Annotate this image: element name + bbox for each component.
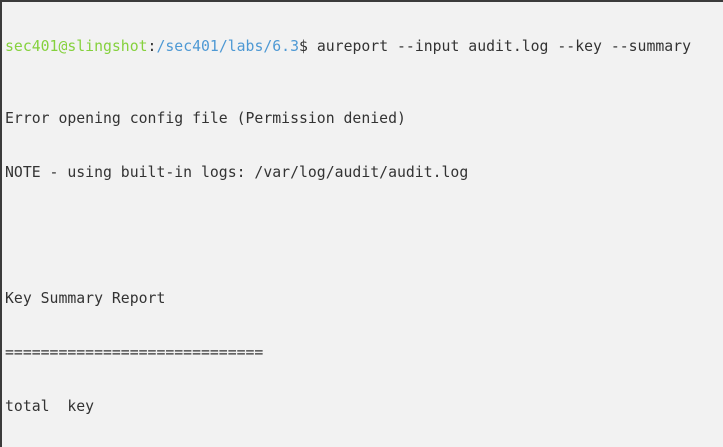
error-message: Error opening config file (Permission de… bbox=[5, 110, 406, 127]
prompt-user-host: sec401@slingshot bbox=[5, 38, 148, 55]
prompt-path: /sec401/labs/6.3 bbox=[156, 38, 300, 55]
note-message: NOTE - using built-in logs: /var/log/aud… bbox=[5, 164, 469, 181]
prompt-symbol: $ bbox=[299, 38, 308, 55]
command-text: aureport --input audit.log --key --summa… bbox=[316, 38, 691, 55]
report-column-header: total key bbox=[5, 398, 95, 415]
report-separator-top: ============================= bbox=[5, 344, 264, 361]
prompt-line: sec401@slingshot:/sec401/labs/6.3$ aurepo… bbox=[5, 38, 723, 56]
blank-line bbox=[5, 218, 723, 236]
prompt-colon: : bbox=[147, 38, 157, 55]
report-title: Key Summary Report bbox=[5, 290, 166, 307]
